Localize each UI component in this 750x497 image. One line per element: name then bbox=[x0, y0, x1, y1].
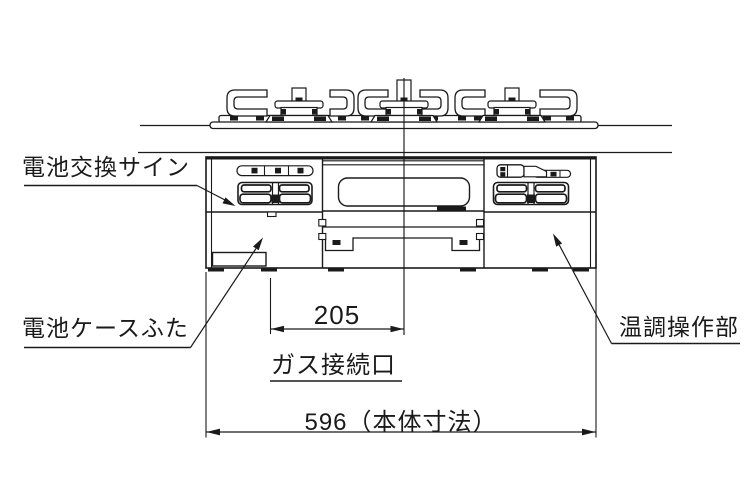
label-battery-case-lid: 電池ケースふた bbox=[22, 316, 189, 341]
temp-control-strip bbox=[496, 164, 572, 178]
dimension-205 bbox=[269, 278, 404, 334]
label-gas-connection: ガス接続口 bbox=[271, 353, 396, 379]
dimension-205-text: 205 bbox=[313, 300, 361, 330]
left-control-panel bbox=[211, 165, 314, 267]
grate-brackets bbox=[226, 89, 578, 121]
leader-battery-case bbox=[24, 237, 263, 349]
grate-bracket bbox=[454, 89, 486, 117]
countertop-lines bbox=[138, 124, 672, 154]
brand-logo-mark bbox=[437, 206, 466, 212]
burner-left bbox=[264, 87, 334, 123]
right-knob-assembly bbox=[492, 181, 570, 206]
burner-right bbox=[477, 87, 547, 123]
grate-bracket bbox=[226, 89, 268, 117]
battery-case-lid bbox=[211, 251, 267, 267]
right-control-panel bbox=[492, 164, 572, 206]
leader-temp-control bbox=[553, 233, 740, 345]
battery-indicator-strip bbox=[236, 165, 314, 177]
grill-drawer bbox=[318, 218, 485, 252]
label-battery-replace-sign: 電池交換サイン bbox=[22, 155, 190, 180]
dimension-596-text: 596（本体寸法） bbox=[304, 409, 498, 436]
label-temp-control: 温調操作部 bbox=[619, 315, 739, 340]
panel-tab bbox=[266, 211, 277, 218]
dimension-596 bbox=[205, 252, 597, 438]
grate-bracket bbox=[539, 89, 578, 117]
grate-bracket bbox=[329, 89, 355, 117]
leader-battery-sign bbox=[24, 184, 236, 206]
left-knob-assembly bbox=[237, 181, 313, 206]
